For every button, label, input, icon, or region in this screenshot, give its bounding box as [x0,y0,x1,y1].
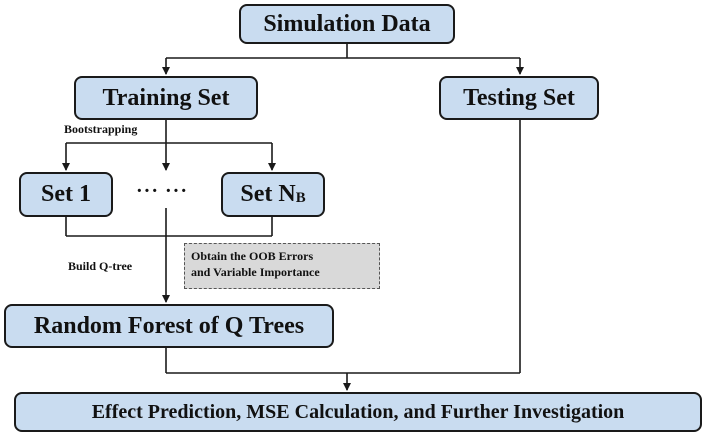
oob-errors-note: Obtain the OOB Errors and Variable Impor… [184,243,380,289]
random-forest-box: Random Forest of Q Trees [4,304,334,348]
set-n-label: Set NB [240,181,305,208]
training-set-box: Training Set [74,76,258,120]
effect-prediction-label: Effect Prediction, MSE Calculation, and … [91,400,625,423]
set-n-box: Set NB [221,172,325,217]
bootstrapping-label: Bootstrapping [64,122,138,136]
note-line-2: and Variable Importance [191,265,320,279]
set-1-label: Set 1 [41,181,91,207]
ellipsis: ··· ··· [136,180,189,202]
simulation-data-box: Simulation Data [239,4,455,44]
set-n-main: Set N [240,181,296,207]
testing-set-label: Testing Set [463,84,575,111]
random-forest-label: Random Forest of Q Trees [33,312,305,339]
testing-set-box: Testing Set [439,76,599,120]
simulation-data-label: Simulation Data [263,10,431,37]
set-1-box: Set 1 [19,172,113,217]
set-n-subscript: B [295,190,306,207]
note-line-1: Obtain the OOB Errors [191,249,314,263]
build-q-tree-label: Build Q-tree [68,259,133,273]
effect-prediction-box: Effect Prediction, MSE Calculation, and … [14,392,702,432]
training-set-label: Training Set [102,84,230,111]
